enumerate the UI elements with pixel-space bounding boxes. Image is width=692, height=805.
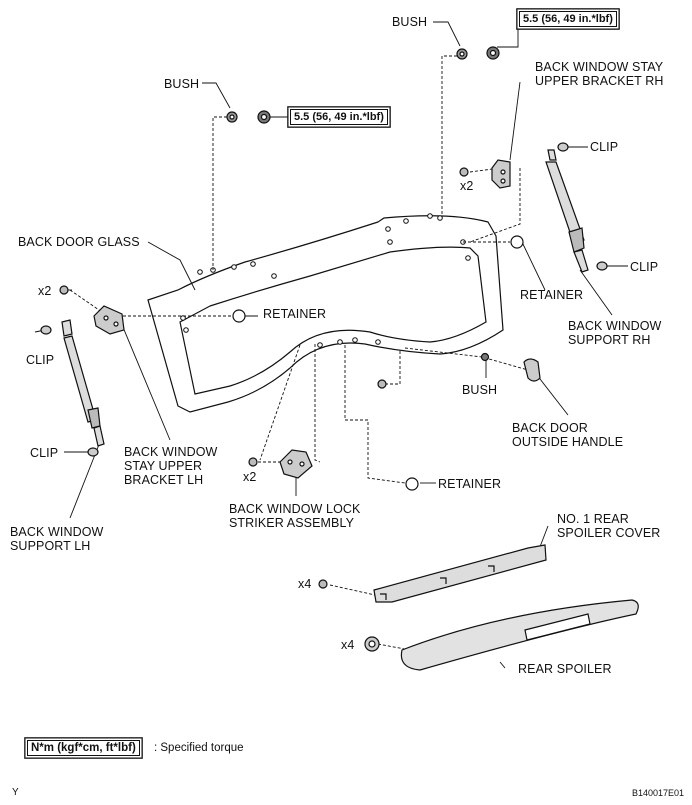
label-x2-rh: x2 xyxy=(460,179,474,193)
bush-top-part xyxy=(456,46,500,60)
label-bush-left: BUSH xyxy=(164,77,200,91)
label-bush-handle: BUSH xyxy=(462,383,498,397)
label-retainer-rh: RETAINER xyxy=(520,288,584,302)
lock-striker-part xyxy=(248,449,313,479)
label-support-rh: BACK WINDOW SUPPORT RH xyxy=(568,319,662,347)
label-outside-handle: BACK DOOR OUTSIDE HANDLE xyxy=(512,421,624,449)
label-x2-lh: x2 xyxy=(38,284,52,298)
footer-left: Y xyxy=(12,787,19,798)
label-x2-striker: x2 xyxy=(243,470,257,484)
support-rh-strut xyxy=(545,142,608,273)
torque-legend-text: : Specified torque xyxy=(154,742,244,754)
spoiler-cover-part xyxy=(318,544,547,603)
label-clip-rh-top: CLIP xyxy=(590,140,619,154)
label-rear-spoiler: REAR SPOILER xyxy=(518,662,612,676)
outside-handle-part xyxy=(480,352,541,382)
figure-code: B140017E01 xyxy=(632,788,685,798)
bush-left-part xyxy=(226,110,271,124)
label-lock-striker: BACK WINDOW LOCK STRIKER ASSEMBLY xyxy=(229,502,361,530)
retainer-parts xyxy=(232,235,524,491)
label-stay-upper-bracket-rh: BACK WINDOW STAY UPPER BRACKET RH xyxy=(535,60,664,88)
rear-spoiler-part xyxy=(364,599,639,671)
label-back-door-glass: BACK DOOR GLASS xyxy=(18,235,140,249)
label-clip-rh-bottom: CLIP xyxy=(630,260,659,274)
bracket-lh-part xyxy=(59,285,125,335)
label-retainer-center: RETAINER xyxy=(263,307,327,321)
label-clip-lh-top: CLIP xyxy=(26,353,55,367)
label-bush-top: BUSH xyxy=(392,15,428,29)
bracket-rh-part xyxy=(459,159,511,189)
label-support-lh: BACK WINDOW SUPPORT LH xyxy=(10,525,104,553)
label-clip-lh-bottom: CLIP xyxy=(30,446,59,460)
torque-spec-top: 5.5 (56, 49 in.*lbf) xyxy=(519,11,617,27)
label-retainer-bottom: RETAINER xyxy=(438,477,502,491)
label-x4-cover: x4 xyxy=(298,577,312,591)
label-stay-upper-bracket-lh: BACK WINDOW STAY UPPER BRACKET LH xyxy=(124,445,218,487)
dashed-leaders xyxy=(69,55,529,651)
label-x4-spoiler: x4 xyxy=(341,638,355,652)
label-spoiler-cover: NO. 1 REAR SPOILER COVER xyxy=(557,512,661,540)
torque-spec-left: 5.5 (56, 49 in.*lbf) xyxy=(290,109,388,125)
support-lh-strut xyxy=(40,319,105,457)
glass-bolt-part xyxy=(377,379,387,389)
torque-legend-box: N*m (kgf*cm, ft*lbf) xyxy=(27,740,140,756)
